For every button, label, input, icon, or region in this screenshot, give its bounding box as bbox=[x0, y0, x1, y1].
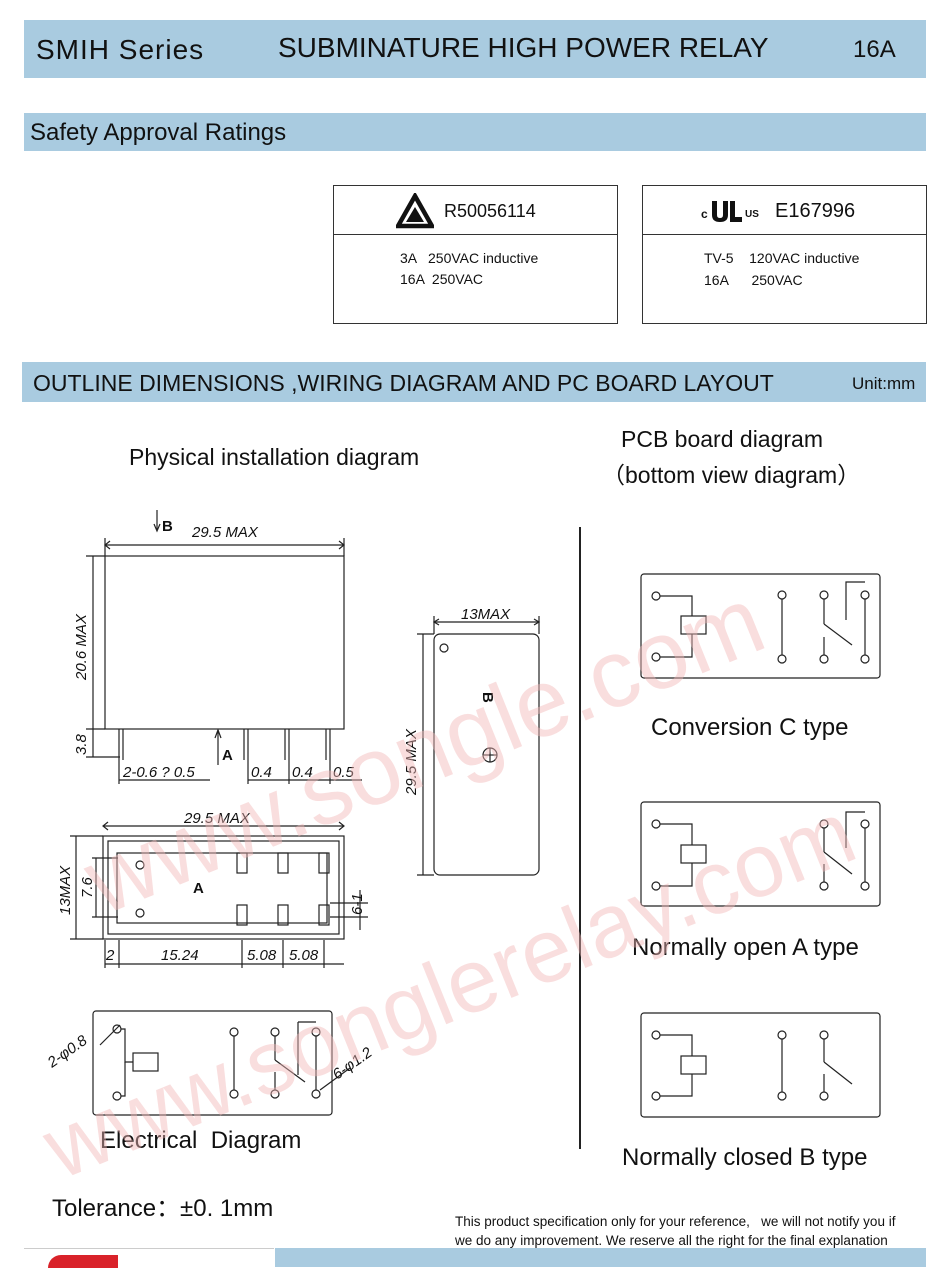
cert-rating-tuv-2: 16A 250VAC bbox=[400, 271, 484, 287]
outline-section-title: OUTLINE DIMENSIONS ,WIRING DIAGRAM AND P… bbox=[33, 370, 774, 396]
dim-04b: 0.4 bbox=[292, 764, 313, 781]
dim-side-b: B bbox=[479, 692, 496, 703]
cert-box-tuv: R50056114 3A 250VAC inductive 16A 250VAC bbox=[333, 185, 618, 324]
normally-closed-label: Normally closed B type bbox=[622, 1144, 868, 1171]
section-divider bbox=[579, 527, 581, 1149]
normally-open-label: Normally open A type bbox=[632, 934, 859, 961]
dim-width-max: 29.5 MAX bbox=[191, 524, 259, 541]
dim-pin-size: 2-0.6 ? 0.5 bbox=[122, 764, 195, 781]
footer-band bbox=[275, 1248, 926, 1267]
dim-hole-1: 2-φ0.8 bbox=[44, 1032, 91, 1072]
dim-a-marker: A bbox=[222, 747, 233, 764]
approval-triangle-icon bbox=[396, 193, 434, 229]
cert-number-tuv: R50056114 bbox=[444, 201, 536, 221]
pcb-diagram-subtitle: （bottom view diagram） bbox=[602, 462, 861, 488]
cert-number-ul: E167996 bbox=[775, 200, 856, 222]
footer-note-line-1: This product specification only for your… bbox=[455, 1214, 896, 1229]
conversion-c-label: Conversion C type bbox=[651, 714, 849, 741]
cert-head-tuv: R50056114 bbox=[334, 186, 617, 235]
footer-logo-swoosh-icon bbox=[48, 1255, 118, 1268]
dim-04a: 0.4 bbox=[251, 764, 272, 781]
dim-width-max-2: 29.5 MAX bbox=[183, 810, 251, 827]
dim-b-marker: B bbox=[162, 518, 173, 535]
dim-05: 0.5 bbox=[333, 764, 355, 781]
dim-side-height: 29.5 MAX bbox=[403, 728, 420, 796]
series-name: SMIH Series bbox=[36, 34, 205, 65]
ul-c-label: c bbox=[701, 207, 708, 221]
unit-label: Unit:mm bbox=[852, 374, 916, 393]
dim-15-24: 15.24 bbox=[161, 947, 199, 964]
dim-2: 2 bbox=[105, 947, 115, 964]
header-band bbox=[24, 20, 926, 78]
outline-section-band bbox=[22, 362, 926, 402]
dim-5-08b: 5.08 bbox=[289, 947, 319, 964]
cert-rating-tuv-1: 3A 250VAC inductive bbox=[400, 250, 539, 266]
dim-pin-length: 3.8 bbox=[73, 733, 90, 755]
safety-section-band bbox=[24, 113, 926, 151]
dim-height-max: 20.6 MAX bbox=[73, 613, 90, 681]
ul-us-label: US bbox=[745, 209, 759, 220]
dim-5-08a: 5.08 bbox=[247, 947, 277, 964]
pcb-diagram-title: PCB board diagram bbox=[621, 426, 823, 452]
dim-depth: 13MAX bbox=[57, 865, 74, 915]
safety-section-title: Safety Approval Ratings bbox=[30, 119, 287, 146]
dim-7-6: 7.6 bbox=[79, 876, 96, 898]
cert-head-ul: c US E167996 bbox=[643, 186, 926, 235]
cert-rating-ul-2: 16A 250VAC bbox=[704, 272, 803, 288]
footer-note-line-2: we do any improvement. We reserve all th… bbox=[455, 1233, 888, 1248]
tolerance-label: Tolerance：±0. 1mm bbox=[52, 1195, 274, 1222]
dim-side-width: 13MAX bbox=[461, 606, 511, 623]
footer-logo-area bbox=[24, 1248, 274, 1268]
cert-rating-ul-1: TV-5 120VAC inductive bbox=[704, 250, 860, 266]
page-title: SUBMINATURE HIGH POWER RELAY bbox=[278, 32, 769, 63]
physical-diagram-title: Physical installation diagram bbox=[129, 444, 420, 470]
ul-mark-icon: c US bbox=[701, 198, 771, 226]
dim-6-1: 6-1 bbox=[349, 893, 366, 915]
ul-logo-icon bbox=[712, 201, 742, 222]
current-rating: 16A bbox=[853, 36, 896, 63]
dim-a-marker-top: A bbox=[193, 880, 204, 897]
cert-box-ul: c US E167996 TV-5 120VAC inductive 16A 2… bbox=[642, 185, 927, 324]
electrical-diagram-label: Electrical Diagram bbox=[100, 1127, 302, 1154]
